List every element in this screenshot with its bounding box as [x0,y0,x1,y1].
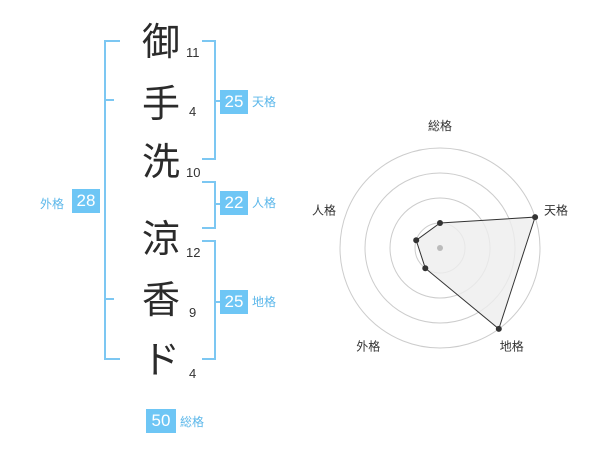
tenkaku-bracket-bottom [202,158,216,160]
radar-point-5 [413,237,420,244]
gaikaku-bracket-top [106,40,120,42]
chikaku-bracket-vertical [214,240,216,360]
chikaku-bracket-top [202,240,216,242]
radar-ring-4 [339,147,541,349]
stroke-count-1: 11 [186,45,200,60]
soukaku-value-badge: 50 [146,409,176,433]
jinkaku-value-badge: 22 [220,191,248,215]
gaikaku-value-badge: 28 [72,189,100,213]
radar-point-3 [495,325,502,332]
radar-axis-label-4: 外格 [356,339,380,354]
tenkaku-bracket-top [202,40,216,42]
jinkaku-bracket-top [202,181,216,183]
gaikaku-bracket-vertical [104,40,106,360]
stroke-count-5: 9 [189,305,197,320]
stroke-count-4: 12 [186,245,201,260]
radar-axis-label-3: 地格 [500,339,524,354]
name-char-6: ド [141,338,180,382]
stroke-count-6: 4 [189,366,197,381]
radar-point-4 [422,265,429,272]
radar-axis-label-1: 総格 [428,118,452,133]
gaikaku-tick-2 [106,298,114,300]
tenkaku-connector [216,100,220,102]
name-char-2: 手 [141,82,180,126]
gaikaku-tick-1 [106,99,114,101]
tenkaku-bracket-vertical [214,40,216,160]
stroke-count-2: 4 [189,104,197,119]
radar-center-dot [437,245,443,251]
name-char-4: 涼 [141,217,180,261]
name-char-1: 御 [141,20,180,64]
radar-axis-label-2: 天格 [544,202,568,217]
soukaku-label: 総格 [180,415,205,429]
jinkaku-label: 人格 [252,196,277,210]
radar-point-1 [437,220,443,226]
chikaku-bracket-bottom [202,358,216,360]
jinkaku-connector [216,203,220,205]
jinkaku-bracket-vertical [214,181,216,229]
tenkaku-label: 天格 [252,95,277,109]
gaikaku-bracket-bottom [106,358,120,360]
jinkaku-bracket-bottom [202,227,216,229]
radar-point-2 [532,214,539,221]
tenkaku-value-badge: 25 [220,90,248,114]
name-char-3: 洗 [141,140,180,184]
chikaku-connector [216,301,220,303]
chikaku-label: 地格 [252,295,277,309]
radar-series-polygon [415,216,536,330]
name-char-5: 香 [141,278,180,322]
gaikaku-label: 外格 [40,197,65,211]
chikaku-value-badge: 25 [220,290,248,314]
radar-axis-label-5: 人格 [312,202,336,217]
stroke-count-3: 10 [186,165,201,180]
